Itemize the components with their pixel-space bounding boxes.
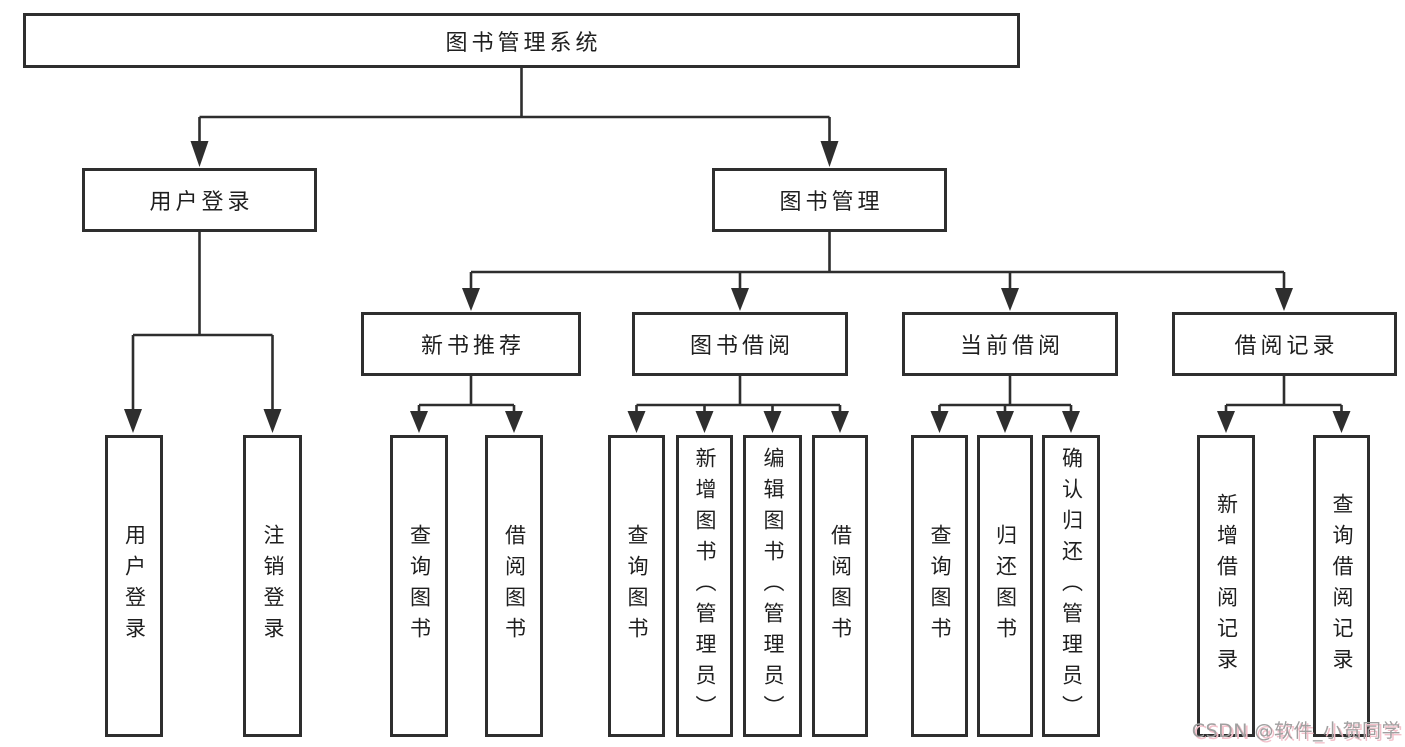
borrow-record-label: 借阅记录 bbox=[1234, 334, 1339, 359]
leaf-borrow-query-label: 查询图书 bbox=[625, 524, 649, 648]
leaf-borrow-add-box: 新增图书（管理员） bbox=[676, 435, 733, 737]
book-management-branch-label: 图书管理 bbox=[779, 190, 884, 215]
leaf-borrow-borrow-label: 借阅图书 bbox=[828, 524, 853, 648]
leaf-user-login-label: 用户登录 bbox=[122, 524, 147, 648]
leaf-current-return-box: 归还图书 bbox=[977, 435, 1033, 737]
leaf-user-login-box: 用户登录 bbox=[105, 435, 163, 737]
leaf-current-query-box: 查询图书 bbox=[911, 435, 968, 737]
leaf-logout-box: 注销登录 bbox=[243, 435, 302, 737]
leaf-current-confirm-label: 确认归还（管理员） bbox=[1059, 446, 1084, 726]
csdn-watermark-text: CSDN @软件_小贺同学 bbox=[1191, 720, 1401, 742]
current-borrow-box: 当前借阅 bbox=[902, 312, 1118, 376]
leaf-borrow-query-box: 查询图书 bbox=[608, 435, 665, 737]
leaf-recommend-query-label: 查询图书 bbox=[407, 524, 432, 648]
leaf-borrow-add-label: 新增图书（管理员） bbox=[693, 446, 717, 726]
user-login-branch-box: 用户登录 bbox=[82, 168, 317, 232]
leaf-record-add-box: 新增借阅记录 bbox=[1197, 435, 1255, 737]
new-book-recommend-box: 新书推荐 bbox=[361, 312, 581, 376]
leaf-recommend-borrow-label: 借阅图书 bbox=[502, 524, 527, 648]
borrow-record-box: 借阅记录 bbox=[1172, 312, 1397, 376]
leaf-borrow-borrow-box: 借阅图书 bbox=[812, 435, 868, 737]
book-management-branch-box: 图书管理 bbox=[712, 168, 947, 232]
leaf-record-query-label: 查询借阅记录 bbox=[1330, 493, 1354, 679]
leaf-record-add-label: 新增借阅记录 bbox=[1214, 493, 1239, 679]
leaf-borrow-edit-label: 编辑图书（管理员） bbox=[761, 446, 785, 726]
system-root-label: 图书管理系统 bbox=[445, 30, 602, 56]
book-borrow-label: 图书借阅 bbox=[689, 334, 794, 359]
user-login-branch-label: 用户登录 bbox=[149, 190, 254, 215]
leaf-logout-label: 注销登录 bbox=[261, 524, 285, 648]
system-root-box: 图书管理系统 bbox=[23, 13, 1020, 68]
leaf-current-confirm-box: 确认归还（管理员） bbox=[1042, 435, 1100, 737]
leaf-record-query-box: 查询借阅记录 bbox=[1313, 435, 1370, 737]
book-borrow-box: 图书借阅 bbox=[632, 312, 848, 376]
leaf-recommend-borrow-box: 借阅图书 bbox=[485, 435, 543, 737]
new-book-recommend-label: 新书推荐 bbox=[420, 334, 525, 359]
leaf-borrow-edit-box: 编辑图书（管理员） bbox=[743, 435, 802, 737]
leaf-recommend-query-box: 查询图书 bbox=[390, 435, 448, 737]
current-borrow-label: 当前借阅 bbox=[959, 334, 1064, 359]
leaf-current-return-label: 归还图书 bbox=[993, 524, 1018, 648]
leaf-current-query-label: 查询图书 bbox=[928, 524, 952, 648]
